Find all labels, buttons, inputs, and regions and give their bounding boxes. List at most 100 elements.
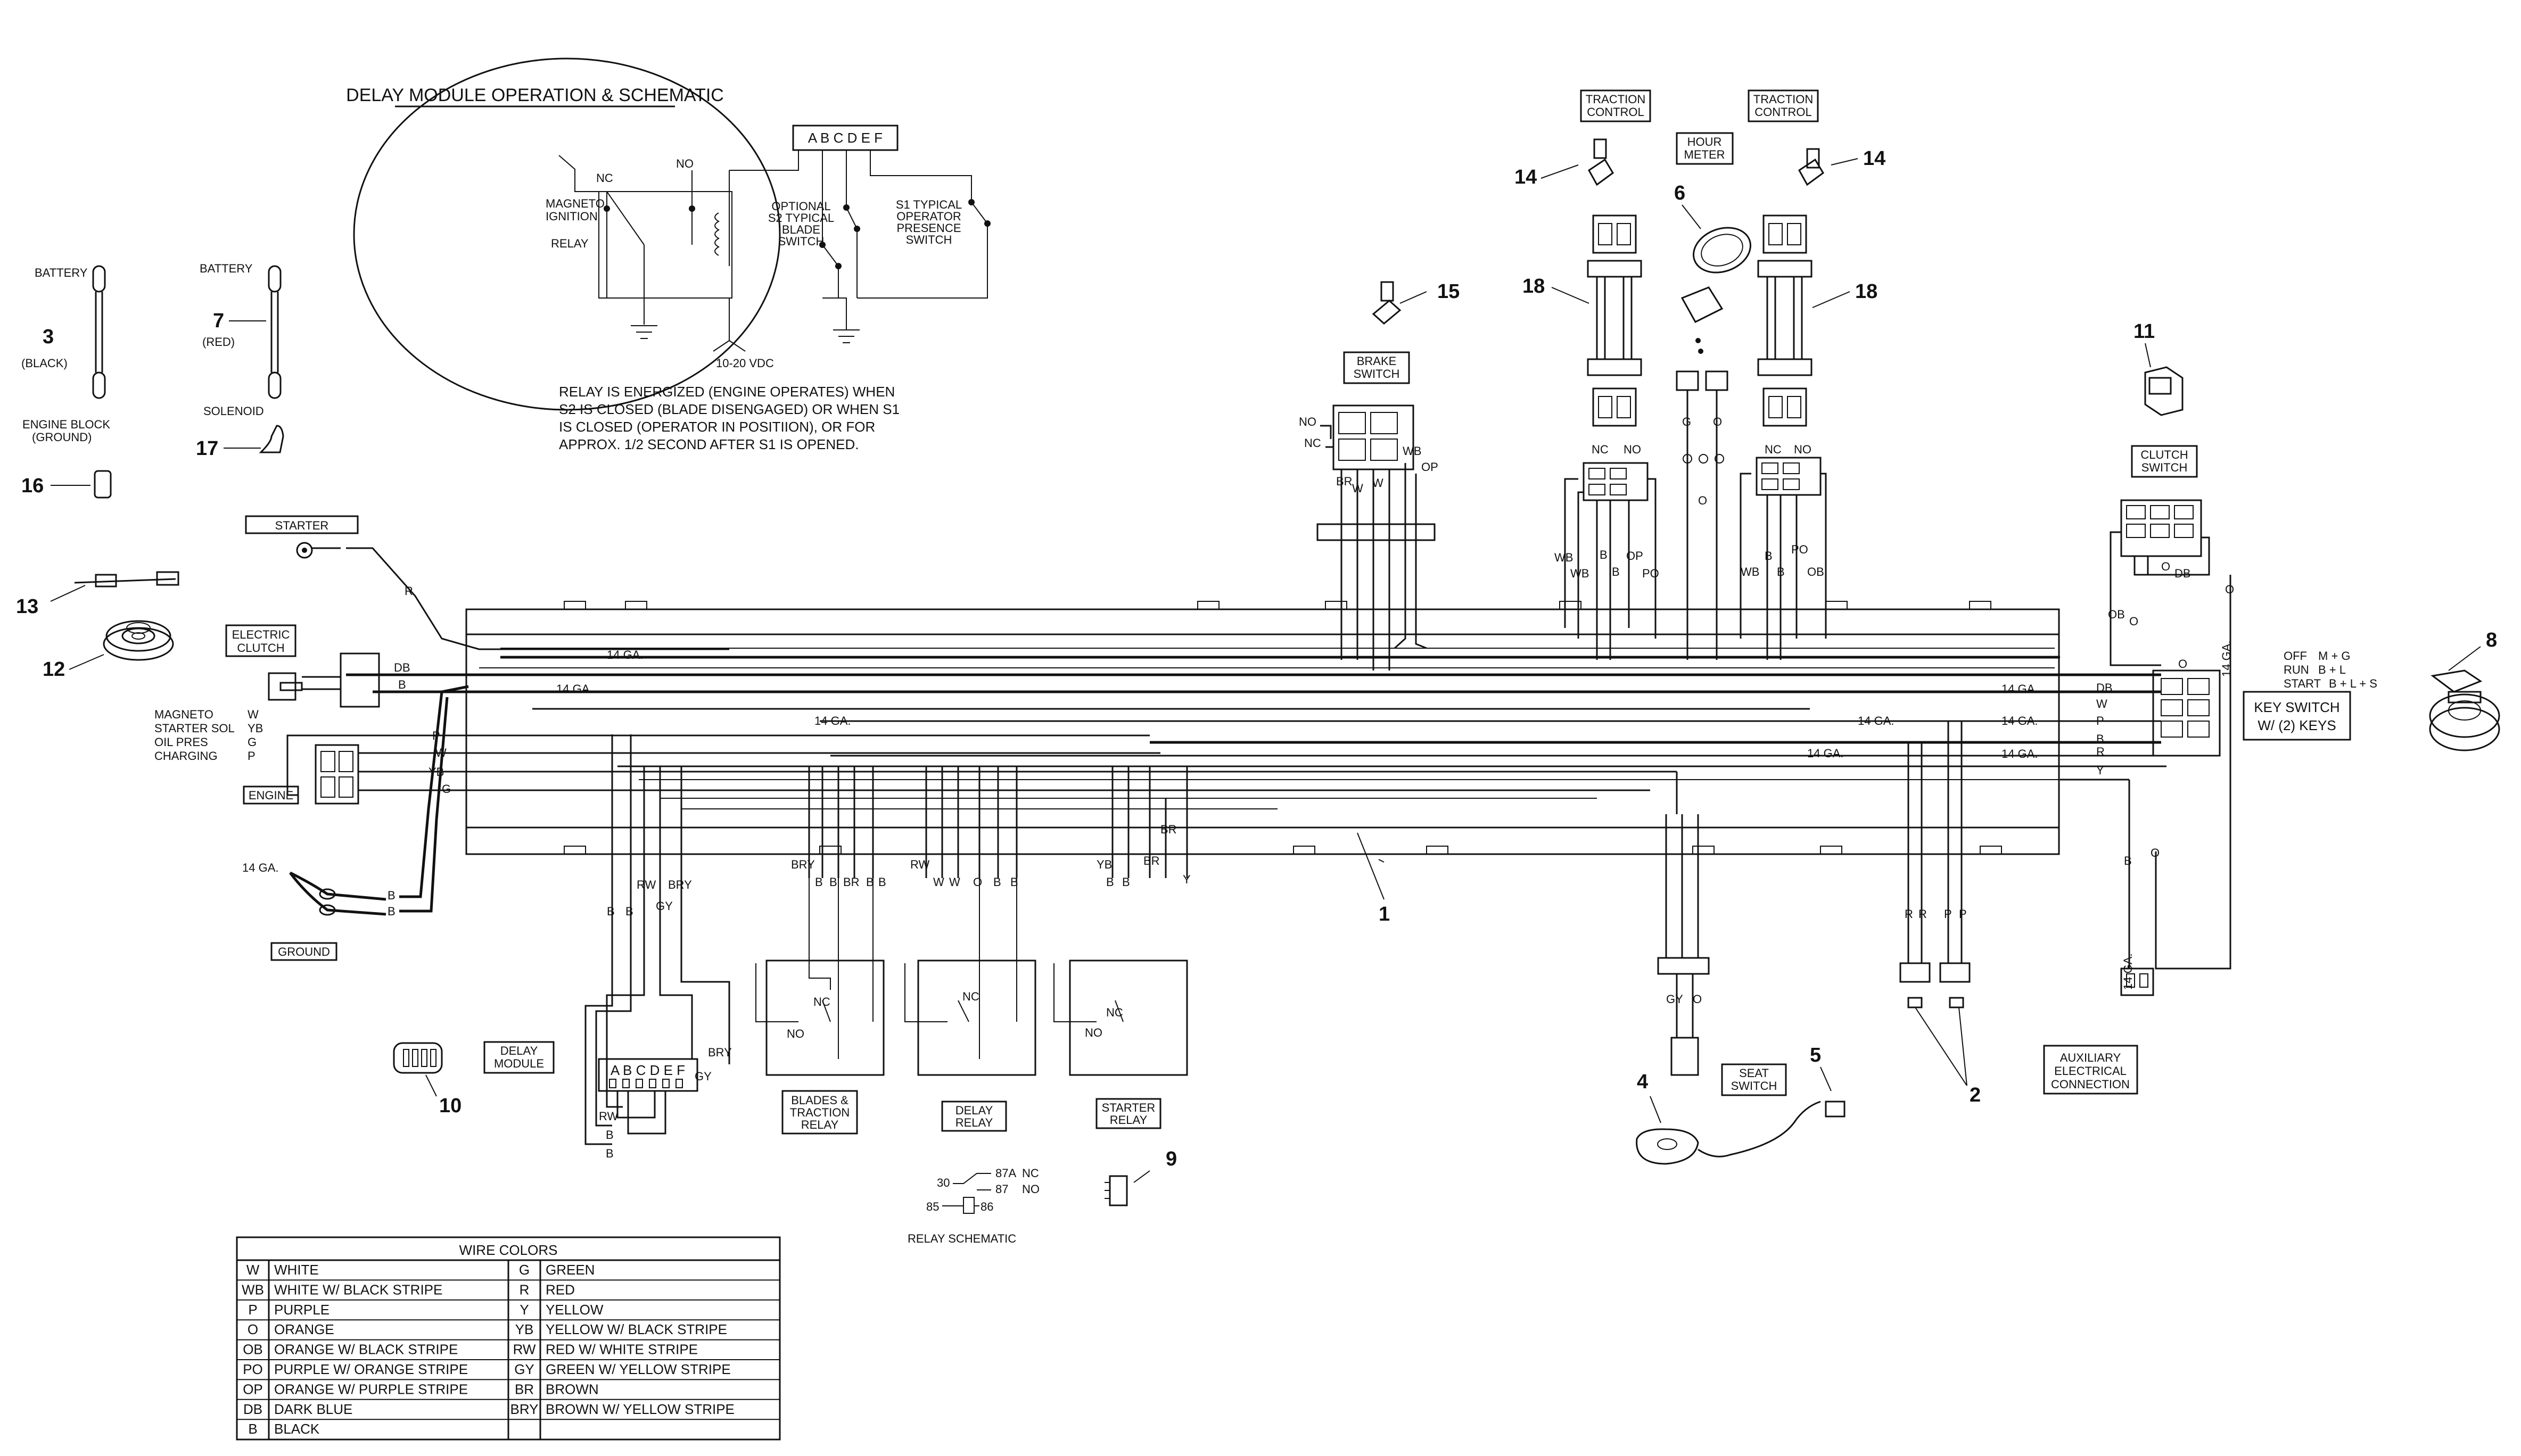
wire-colors-cell: DARK BLUE xyxy=(274,1401,352,1417)
pin-87a: 87A xyxy=(995,1167,1016,1180)
no-label: NO xyxy=(676,157,694,170)
gauge-6: 14 GA. xyxy=(1858,714,1894,727)
relay-label: RELAY xyxy=(551,237,589,250)
brake-op: OP xyxy=(1421,460,1438,474)
starter-relay-label-2: RELAY xyxy=(1110,1113,1148,1127)
seat-switch-label-2: SWITCH xyxy=(1731,1079,1777,1093)
wire-tag-b-3: B xyxy=(815,875,823,889)
wire-tag-b-5: B xyxy=(866,875,874,889)
key-w: W xyxy=(2096,697,2107,710)
battery-label-1: BATTERY xyxy=(35,266,88,279)
starter-relay-label-1: STARTER xyxy=(1102,1101,1156,1114)
wire-tag-b-clutch: B xyxy=(398,678,406,691)
traction-left-label-1: TRACTION xyxy=(1586,93,1645,106)
clutch-o: O xyxy=(2161,560,2170,573)
vdc-label: 10-20 VDC xyxy=(716,357,774,370)
magneto-wire-label: MAGNETO xyxy=(154,708,213,721)
starter-terminal: STARTER R xyxy=(245,515,729,650)
wire-tag-o-1: O xyxy=(973,875,982,889)
wire-colors-cell: GREEN xyxy=(546,1262,595,1278)
starter-relay-nc: NC xyxy=(1106,1006,1123,1019)
traction-right-label-1: TRACTION xyxy=(1753,93,1813,106)
callout-15: 15 xyxy=(1437,280,1460,303)
brake-nc: NC xyxy=(1304,436,1321,450)
wire-colors-cell: PURPLE xyxy=(274,1302,329,1318)
blades-traction-relay: NC NO BLADES & TRACTION RELAY xyxy=(755,878,885,1135)
wire-tag-gy-dm: GY xyxy=(695,1070,712,1083)
hour-meter-label-2: METER xyxy=(1684,148,1725,161)
battery-cables: BATTERY 3 (BLACK) ENGINE BLOCK (GROUND) … xyxy=(16,262,284,681)
wire-tag-rw-1: RW xyxy=(637,878,656,891)
wire-colors-cell: BR xyxy=(515,1381,534,1397)
abcdef-label: A B C D E F xyxy=(808,130,883,146)
s1-label-3: PRESENCE xyxy=(896,221,961,235)
delay-note-3: IS CLOSED (OPERATOR IN POSITIION), OR FO… xyxy=(559,419,875,435)
wire-tag-b-dm-2: B xyxy=(606,1147,614,1160)
key-run-value: B + L xyxy=(2318,663,2346,676)
wire-colors-cell: OP xyxy=(243,1381,263,1397)
gauge-4: 14 GA. xyxy=(1807,747,1843,760)
charging-label: CHARGING xyxy=(154,749,218,763)
wire-tag-w-2: W xyxy=(949,875,960,889)
traction-left-b-1: B xyxy=(1600,548,1608,561)
ground-label: GROUND xyxy=(278,945,330,958)
aux-r-1: R xyxy=(1905,907,1913,921)
magneto-label: MAGNETO xyxy=(546,197,605,210)
wire-tag-p-charging: P xyxy=(248,749,256,763)
delay-note-2: S2 IS CLOSED (BLADE DISENGAGED) OR WHEN … xyxy=(559,401,900,417)
blades-relay-nc: NC xyxy=(813,995,830,1008)
gauge-5: 14 GA. xyxy=(2001,682,2038,696)
wire-colors-cell: PURPLE W/ ORANGE STRIPE xyxy=(274,1361,468,1377)
delay-module-connector: A B C D E F RW B B GY BRY DELAY MODULE 1… xyxy=(393,883,732,1160)
s1-label-4: SWITCH xyxy=(906,233,952,246)
wire-tag-r-starter: R xyxy=(405,584,413,598)
clutch-ob: OB xyxy=(2108,608,2125,621)
key-off-value: M + G xyxy=(2318,649,2351,663)
traction-left-wb-2: WB xyxy=(1570,567,1589,580)
pin-nc: NC xyxy=(1022,1167,1039,1180)
seat-switch-harness: GY O SEAT SWITCH 4 5 xyxy=(1636,772,1846,1165)
wire-colors-cell: YELLOW xyxy=(546,1302,604,1318)
wire-tag-b-10: B xyxy=(1122,875,1130,889)
optional-label-4: SWITCH xyxy=(778,235,825,248)
traction-right-label-2: CONTROL xyxy=(1754,105,1812,119)
starter-label: STARTER xyxy=(275,519,329,532)
harness-callout-1: 1 xyxy=(1357,832,1390,925)
pin-87: 87 xyxy=(995,1182,1008,1196)
callout-9: 9 xyxy=(1166,1148,1177,1170)
brake-switch-label-1: BRAKE xyxy=(1357,354,1397,368)
wire-colors-cell: PO xyxy=(243,1361,263,1377)
wire-tag-b-4: B xyxy=(829,875,837,889)
wire-tag-bry-2: BRY xyxy=(791,858,815,871)
gauge-ground: 14 GA. xyxy=(242,861,278,874)
traction-right-nc: NC xyxy=(1765,443,1782,456)
brake-w-2: W xyxy=(1372,476,1383,490)
gauge-7: 14 GA. xyxy=(2001,714,2038,727)
wire-colors-cell: OB xyxy=(243,1342,263,1358)
wire-tag-y-1: Y xyxy=(1183,873,1191,886)
electric-clutch-label-2: CLUTCH xyxy=(237,641,284,655)
delay-relay: NC DELAY RELAY xyxy=(904,878,1036,1132)
engine-connector: MAGNETO W STARTER SOL YB OIL PRES G CHAR… xyxy=(154,708,451,805)
wire-colors-cell: O xyxy=(248,1321,258,1337)
delay-note-1: RELAY IS ENERGIZED (ENGINE OPERATES) WHE… xyxy=(559,384,895,400)
optional-label-2: S2 TYPICAL xyxy=(768,211,834,225)
wire-tag-rw-dm: RW xyxy=(599,1110,618,1123)
wire-tag-b-9: B xyxy=(1106,875,1114,889)
wire-tag-b-7: B xyxy=(993,875,1001,889)
gauge-1: 14 GA. xyxy=(607,648,643,661)
wire-tag-g-oil: G xyxy=(248,735,257,749)
starter-sol-label: STARTER SOL xyxy=(154,722,235,735)
traction-left-po: PO xyxy=(1642,567,1659,580)
wire-colors-cell: WHITE xyxy=(274,1262,319,1278)
callout-14-left: 14 xyxy=(1514,166,1537,188)
electric-clutch-connector: ELECTRIC CLUTCH xyxy=(225,624,380,708)
engine-block-label-2: (GROUND) xyxy=(32,431,92,444)
wire-tag-b-dm-1: B xyxy=(606,1128,614,1141)
wire-colors-cell: G xyxy=(519,1262,530,1278)
traction-left-wb-1: WB xyxy=(1554,551,1573,564)
hour-meter: HOUR METER 6 G O O xyxy=(1674,132,1751,660)
pin-30: 30 xyxy=(937,1176,950,1189)
blades-relay-label-3: RELAY xyxy=(801,1118,839,1131)
clutch-db: DB xyxy=(2174,567,2191,580)
